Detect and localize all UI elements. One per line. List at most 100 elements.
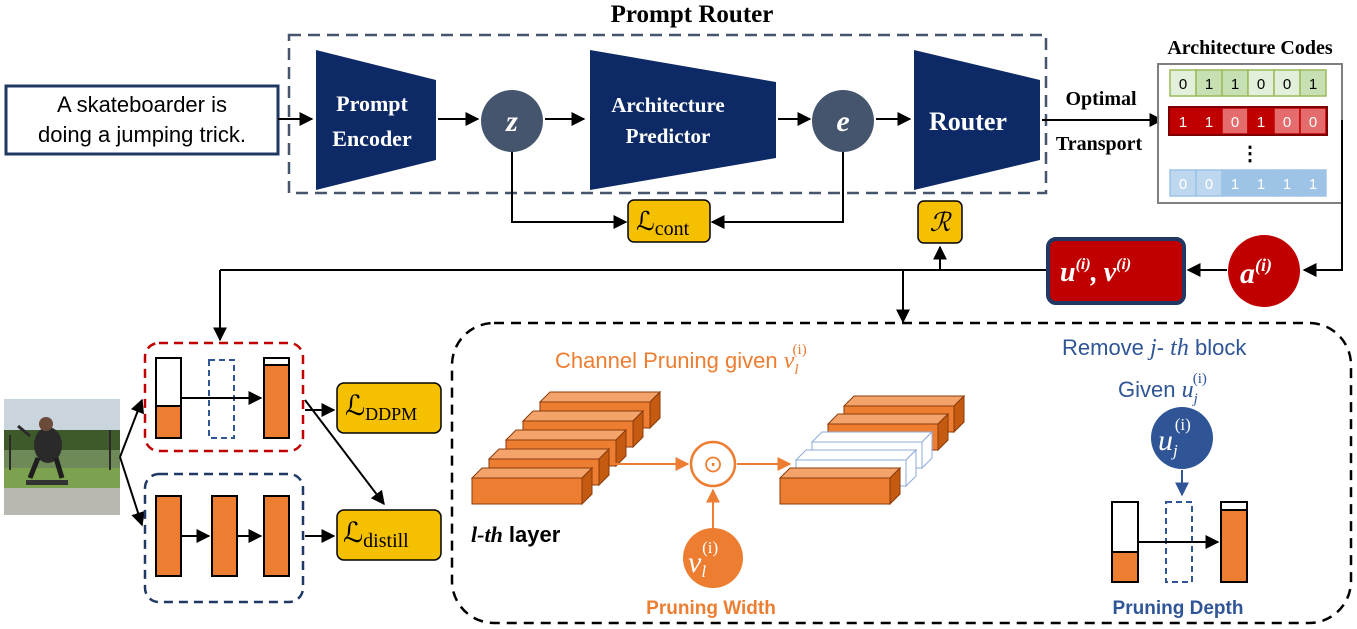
remove-th: th xyxy=(1170,335,1189,361)
pruning-depth-label: Pruning Depth xyxy=(1113,598,1244,619)
prompt-text-box: A skateboarder is doing a jumping trick. xyxy=(4,84,280,156)
u-node-sup: (i) xyxy=(1175,415,1191,434)
channel-pruning-title: Channel Pruning given vl(i) xyxy=(555,342,807,378)
lth-post: layer xyxy=(503,522,561,547)
cuboid-top xyxy=(521,410,645,422)
code-cell-value: 0 xyxy=(1179,176,1187,193)
code-cell-value: 1 xyxy=(1231,176,1239,193)
channel-pruning-sup: (i) xyxy=(793,342,807,358)
channel-pruning-var: v xyxy=(784,348,795,374)
code-cell-value: 1 xyxy=(1205,76,1213,93)
prompt-encoder-label-2: Encoder xyxy=(332,126,412,151)
z-label: z xyxy=(505,105,518,138)
code-cell-value: 0 xyxy=(1283,114,1291,131)
prompt-encoder-label-1: Prompt xyxy=(336,91,408,116)
uv-v: v xyxy=(1104,257,1117,288)
pruning-width-label: Pruning Width xyxy=(646,598,776,619)
given-sub: j xyxy=(1192,391,1198,407)
code-cell-value: 1 xyxy=(1309,76,1317,93)
code-cell-value: 1 xyxy=(1231,76,1239,93)
code-cell-value: 0 xyxy=(1309,114,1317,131)
a-symbol: a(i) xyxy=(1240,255,1272,290)
code-cell-value: 0 xyxy=(1283,76,1291,93)
remove-block-title: Remove j- th block xyxy=(1062,335,1247,361)
pruning-box xyxy=(450,321,1353,625)
arrow-e-lcont xyxy=(710,152,844,229)
u-node-sub: j xyxy=(1171,441,1178,460)
code-cell xyxy=(1299,69,1327,97)
loss-distill-sub: distill xyxy=(363,530,409,552)
router-block: Router xyxy=(914,50,1040,190)
code-cell xyxy=(1247,169,1275,197)
remove-mid: - xyxy=(1157,335,1170,360)
loss-cont-main: ℒ xyxy=(636,207,655,236)
u-node-symbol: uj (i) xyxy=(1158,415,1191,460)
teacher-network-box xyxy=(143,472,305,604)
prompt-router-box xyxy=(287,33,1048,195)
cuboid-front xyxy=(779,477,891,505)
loss-ddpm-box: ℒDDPM xyxy=(336,382,442,434)
ot-label-2: Transport xyxy=(1056,133,1143,155)
given-var: u xyxy=(1182,377,1194,403)
code-cell-value: 1 xyxy=(1257,176,1265,193)
z-node: z xyxy=(481,90,543,152)
cuboid-top xyxy=(810,431,934,443)
loss-cont-box: ℒcont xyxy=(627,199,711,243)
prompt-encoder-block: Prompt Encoder xyxy=(316,50,436,190)
code-cell-value: 1 xyxy=(1205,114,1213,131)
loss-cont-symbol: ℒcont xyxy=(636,207,690,240)
cuboid-top xyxy=(842,395,966,407)
code-cell xyxy=(1221,69,1249,97)
cuboid-front xyxy=(471,477,583,505)
v-node-sup: (i) xyxy=(702,538,718,557)
reward-box: ℛ xyxy=(917,200,963,244)
code-cell-value: 0 xyxy=(1257,76,1265,93)
e-label: e xyxy=(836,105,849,138)
reward-symbol: ℛ xyxy=(930,208,953,237)
code-cell xyxy=(1221,169,1249,197)
prompt-line-1: A skateboarder is xyxy=(57,92,227,117)
e-node: e xyxy=(812,90,874,152)
loss-distill-symbol: ℒdistill xyxy=(343,518,409,552)
uv-sep: , xyxy=(1090,257,1098,288)
remove-j: j xyxy=(1147,335,1157,361)
loss-ddpm-main: ℒ xyxy=(345,391,365,422)
lth-mid: - xyxy=(477,522,484,547)
ot-label-1: Optimal xyxy=(1065,88,1137,110)
uv-v-sup: (i) xyxy=(1116,256,1131,273)
code-cell xyxy=(1195,107,1223,135)
arch-codes-title: Architecture Codes xyxy=(1167,37,1333,59)
a-main: a xyxy=(1240,257,1255,290)
code-cell xyxy=(1169,169,1197,197)
channel-pruning-sub: l xyxy=(794,362,798,378)
uv-u: u xyxy=(1060,257,1076,288)
code-cell-value: 0 xyxy=(1179,76,1187,93)
code-cell xyxy=(1195,69,1223,97)
uv-symbol: u(i),v(i) xyxy=(1060,256,1131,288)
arch-predictor-label-1: Architecture xyxy=(611,93,725,117)
prompt-router-title: Prompt Router xyxy=(611,1,774,28)
v-node-sub: l xyxy=(701,562,706,581)
cuboid-top xyxy=(778,467,902,479)
code-cell-value: 0 xyxy=(1231,114,1239,131)
a-sup: (i) xyxy=(1255,255,1272,276)
pruned-layer-stack xyxy=(778,394,966,506)
remove-pre: Remove xyxy=(1062,335,1150,360)
code-cell-value: 0 xyxy=(1205,176,1213,193)
a-node: a(i) xyxy=(1228,235,1300,307)
full-layer-stack xyxy=(470,390,662,506)
cuboid-top xyxy=(504,429,628,441)
cuboid-top xyxy=(470,467,594,479)
arch-predictor-label-2: Predictor xyxy=(626,124,711,148)
uv-box: u(i),v(i) xyxy=(1046,237,1186,305)
lth-th: th xyxy=(484,522,502,547)
arrow-photo-student xyxy=(119,398,144,458)
cuboid-top xyxy=(794,449,918,461)
u-node-var: u xyxy=(1158,424,1173,457)
code-cell xyxy=(1273,69,1301,97)
given-sup: (i) xyxy=(1193,371,1207,387)
code-cell xyxy=(1195,169,1223,197)
remove-post: block xyxy=(1189,335,1247,360)
